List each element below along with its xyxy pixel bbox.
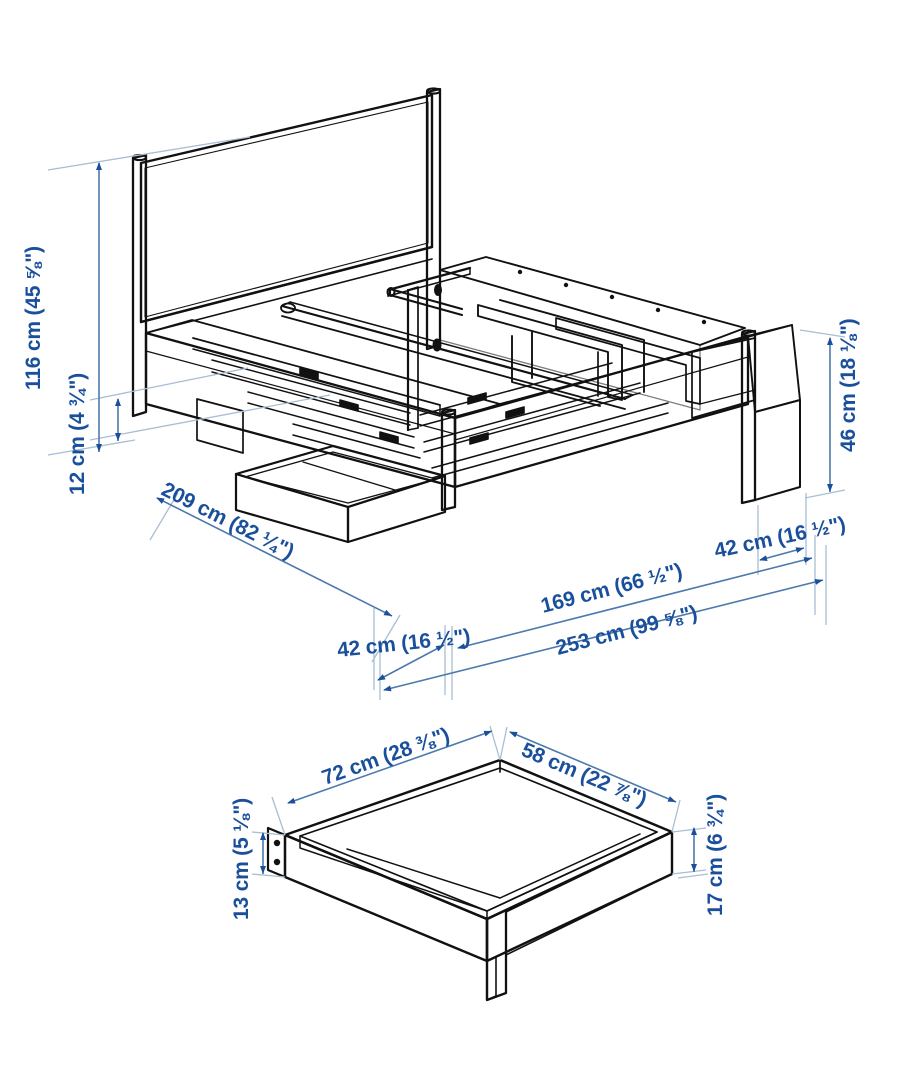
closed-drawer-left (196, 398, 244, 454)
dim-label-116: 116 cm (45 ⅝") (22, 246, 45, 390)
drawer-bottom-seam-2 (499, 833, 641, 899)
dim-label-46: 46 cm (18 ⅛") (837, 319, 860, 452)
support-bar-horizontal (386, 266, 472, 292)
pivot-holes (432, 284, 442, 352)
drawer-inner-left-edge (299, 835, 488, 912)
dim-label-12: 12 cm (4 ¾") (66, 373, 89, 495)
drawer-open-divider (302, 461, 396, 491)
ext-bottom-12 (89, 394, 331, 441)
ext-13-top (251, 831, 286, 836)
center-beam-side (281, 315, 626, 410)
drawer-runner-assembly-right-2 (555, 317, 701, 405)
ext-bottom-116 (47, 439, 136, 456)
beam-end-cap (280, 302, 296, 314)
drawer-inner-right-edge (486, 831, 658, 912)
ext-17-bottom (671, 869, 707, 875)
dimline-72 (287, 730, 493, 804)
near-ledge-top (192, 337, 441, 406)
center-beam-top (280, 304, 627, 401)
ext-46-bottom (804, 489, 846, 499)
drawer-dimension-lines (251, 725, 709, 879)
right-drawer-pocket (691, 337, 756, 419)
ext-17-bottom-b (677, 873, 709, 879)
ext-top-116 (47, 136, 251, 171)
far-rail-screw-holes (517, 269, 707, 325)
left-side-rail-groove (145, 350, 456, 435)
closed-drawer-right (691, 337, 756, 405)
dimline-42-right (759, 547, 805, 562)
ext-72-a (271, 796, 286, 836)
drawer-bottom-seam (346, 848, 501, 899)
ext-13-bottom (251, 873, 286, 878)
pull-rod (386, 286, 464, 317)
drawer-dimension-arrows (260, 730, 697, 874)
bed-dimension-arrows (96, 162, 833, 692)
ext-top-12 (89, 367, 249, 401)
dimline-58 (509, 731, 677, 803)
head-rail-top (139, 245, 434, 324)
dim-label-13: 13 cm (5 ⅛") (230, 798, 253, 920)
far-rail-edge (485, 256, 746, 329)
drawer-runner-assembly-right (477, 299, 645, 407)
slat-brackets (299, 367, 525, 445)
center-beam-upper (289, 301, 634, 396)
dimline-253 (383, 579, 824, 692)
dim-label-17: 17 cm (6 ¾") (704, 794, 727, 916)
ext-58-a (499, 726, 508, 761)
ext-46-top (799, 329, 846, 338)
foot-front-leg-cap (440, 408, 457, 416)
dimline-209 (156, 497, 393, 617)
ext-17-top (671, 827, 707, 833)
right-end-extension-face (754, 399, 801, 501)
drawer-mounting-holes (273, 839, 281, 866)
ext-58-b (671, 799, 681, 833)
near-ledge-bottom (192, 348, 441, 417)
right-post-cap (425, 87, 442, 95)
